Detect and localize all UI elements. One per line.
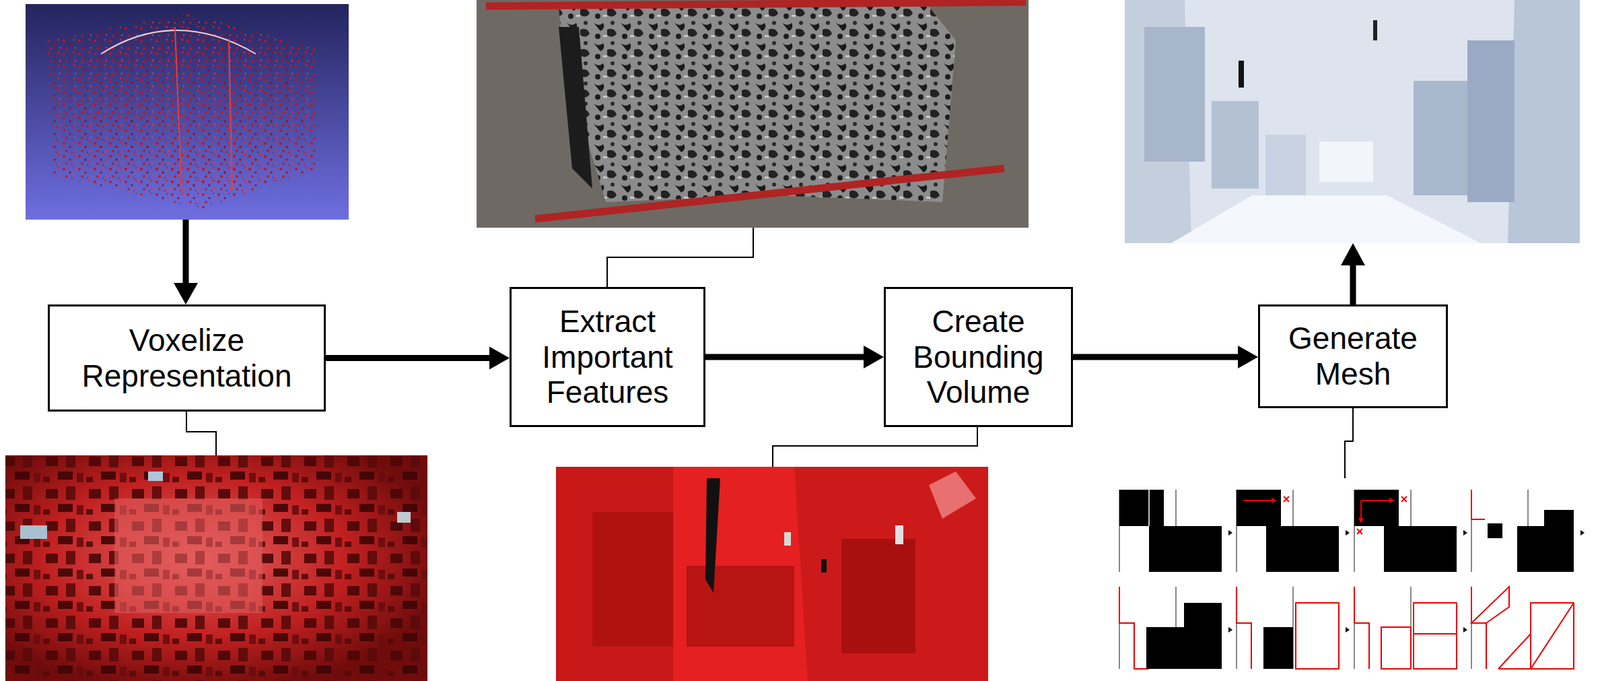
arrow-shaft	[325, 354, 493, 361]
box-label: Voxelize Representation	[59, 322, 315, 394]
leader-line	[186, 411, 217, 456]
flow-arrow	[705, 345, 884, 369]
leader-line	[607, 227, 754, 287]
flow-arrow	[1072, 345, 1259, 369]
flow-arrow	[325, 346, 510, 370]
arrow-head	[489, 346, 510, 370]
mesh-render-image	[1124, 0, 1580, 243]
arrow-shaft	[705, 354, 867, 361]
leader-line	[1344, 407, 1353, 478]
box-label: Generate Mesh	[1269, 320, 1437, 392]
process-box: Generate Mesh	[1258, 304, 1448, 408]
flow-arrow	[1340, 242, 1366, 305]
box-label: Create Bounding Volume	[895, 303, 1062, 411]
voxel-image	[5, 455, 428, 681]
process-box: Create Bounding Volume	[883, 286, 1073, 427]
point-cloud-image	[25, 4, 349, 220]
flow-arrow	[173, 219, 198, 305]
box-label: Extract Important Features	[520, 303, 694, 411]
meshing-steps	[1119, 489, 1585, 669]
bounding-volume-image	[555, 466, 989, 681]
arrow-head	[1237, 345, 1259, 369]
arrow-head	[863, 345, 884, 369]
scan-image	[476, 0, 1029, 228]
process-box: Voxelize Representation	[47, 304, 326, 412]
process-box: Extract Important Features	[509, 286, 706, 427]
arrow-shaft	[1072, 354, 1241, 361]
leader-line	[772, 426, 978, 467]
